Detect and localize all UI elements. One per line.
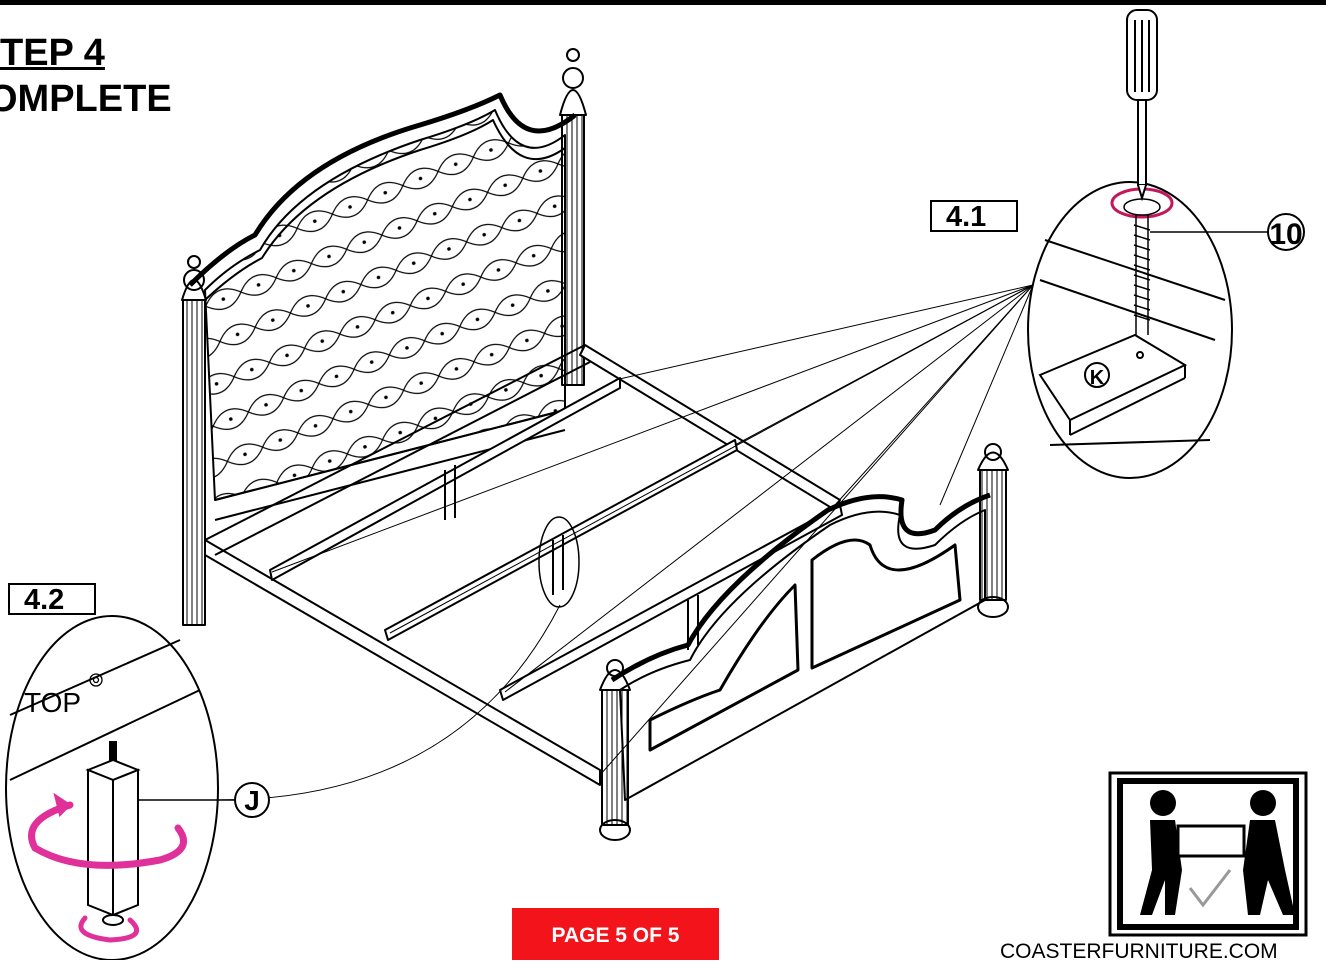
detail-4-2: TOP J: [5, 615, 270, 960]
step-title-line2: OMPLETE: [0, 78, 172, 120]
leader-lines-4-1: [271, 284, 1034, 776]
right-side-rail: [579, 344, 841, 511]
footboard-inset-left: [648, 583, 800, 752]
detail-label-4-1: 4.1: [930, 200, 1018, 232]
part-letter-j: J: [244, 785, 260, 816]
part-number-10: 10: [1269, 218, 1302, 251]
page-number-badge: PAGE 5 OF 5: [512, 908, 719, 960]
top-label: TOP: [24, 687, 81, 718]
leader-line-4-2: [217, 604, 561, 801]
rotate-arrow-icon: [28, 792, 187, 943]
gear-icon: [89, 673, 103, 687]
step-title: TEP 4 OMPLETE: [0, 30, 172, 122]
headboard-crown-molding: [188, 92, 577, 287]
top-rule: [0, 0, 1326, 5]
headboard-left-post: [182, 299, 206, 626]
slat-3: [499, 504, 843, 701]
headboard-right-post: [561, 114, 585, 386]
footboard-panel: [619, 509, 986, 801]
step-title-line1: TEP 4: [0, 32, 105, 74]
leg-j: [85, 741, 141, 926]
website-text: COASTERFURNITURE.COM: [1000, 940, 1278, 963]
two-person-lift-icon: [1108, 771, 1308, 937]
footboard-right-post: [979, 469, 1007, 601]
part-letter-k: K: [1090, 367, 1105, 389]
bed-drawing: [181, 48, 1009, 841]
center-leg-callout: [538, 516, 580, 608]
left-side-rail: [204, 539, 601, 786]
screwdriver-icon: [1126, 9, 1158, 202]
detail-4-1: 10 K: [1027, 9, 1305, 479]
detail-label-4-2: 4.2: [8, 583, 96, 615]
footboard-inset-right: [810, 538, 962, 670]
